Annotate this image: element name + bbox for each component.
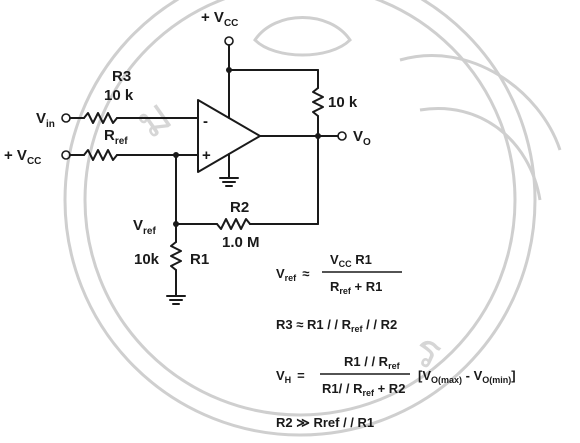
vin-terminal xyxy=(61,113,71,123)
rref-label: Rref xyxy=(104,127,128,147)
r1-value: 10k xyxy=(134,251,160,268)
vo-terminal xyxy=(337,131,347,141)
equation-vref: Vref≈ VCC R1 Rref + R1 xyxy=(276,252,402,296)
r3-name: R3 xyxy=(112,68,131,85)
svg-text:VH=: VH= xyxy=(276,368,305,385)
pullup-resistor xyxy=(312,87,324,117)
equation-r3: R3 ≈ R1 / / Rref / / R2 xyxy=(276,317,397,334)
r1-ground-icon xyxy=(166,295,186,305)
rref-resistor xyxy=(83,149,118,161)
r2-value: 1.0 M xyxy=(222,234,260,251)
svg-text:R2 ≫ Rref / / R1: R2 ≫ Rref / / R1 xyxy=(276,415,374,430)
vcc-left-label: + VCC xyxy=(4,147,41,167)
vcc-top-label: + VCC xyxy=(201,9,238,29)
vref-junction xyxy=(173,221,179,227)
minus-input-label: - xyxy=(203,113,208,130)
equation-r2-condition: R2 ≫ Rref / / R1 xyxy=(276,415,374,430)
r2-resistor xyxy=(216,218,251,230)
r1-resistor xyxy=(170,241,182,271)
vcc-top-terminal xyxy=(224,36,234,46)
vo-label: VO xyxy=(353,128,371,148)
r2-name: R2 xyxy=(230,199,249,216)
plus-input-label: + xyxy=(202,147,211,164)
r1-name: R1 xyxy=(190,251,209,268)
svg-text:R1 / / Rref: R1 / / Rref xyxy=(344,354,401,371)
svg-text:VCC R1: VCC R1 xyxy=(330,252,372,269)
vin-label: Vin xyxy=(36,110,55,130)
svg-text:R3 ≈ R1 / / Rref / / R2: R3 ≈ R1 / / Rref / / R2 xyxy=(276,317,397,334)
r3-value: 10 k xyxy=(104,87,134,104)
svg-text:[VO(max) - VO(min)]: [VO(max) - VO(min)] xyxy=(418,368,516,385)
opamp-ground-icon xyxy=(219,177,239,187)
svg-text:Rref + R1: Rref + R1 xyxy=(330,279,382,296)
svg-text:Vref≈: Vref≈ xyxy=(276,266,309,283)
equation-vh: VH= R1 / / Rref R1/ / Rref + R2 [VO(max)… xyxy=(276,354,516,398)
pullup-value: 10 k xyxy=(328,94,358,111)
r3-resistor xyxy=(83,112,118,124)
vref-label: Vref xyxy=(133,217,156,237)
svg-text:R1/ / Rref + R2: R1/ / Rref + R2 xyxy=(322,381,405,398)
